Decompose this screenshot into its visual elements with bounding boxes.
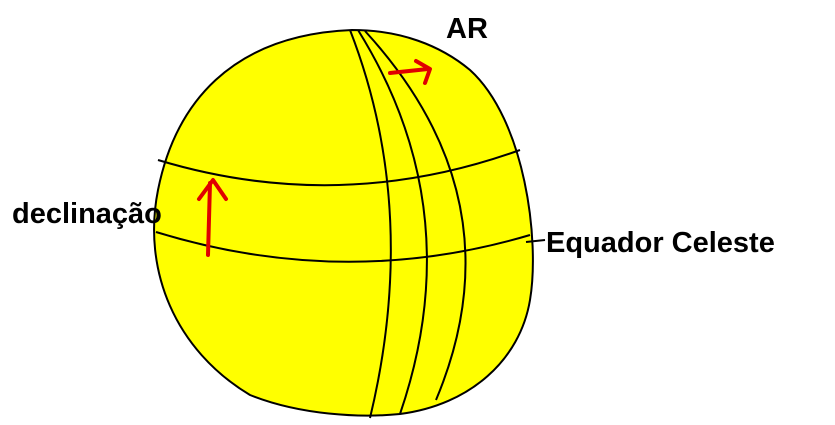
- declination-label: declinação: [12, 198, 162, 230]
- celestial-equator-label: Equador Celeste: [546, 227, 775, 259]
- ra-label: AR: [446, 13, 488, 45]
